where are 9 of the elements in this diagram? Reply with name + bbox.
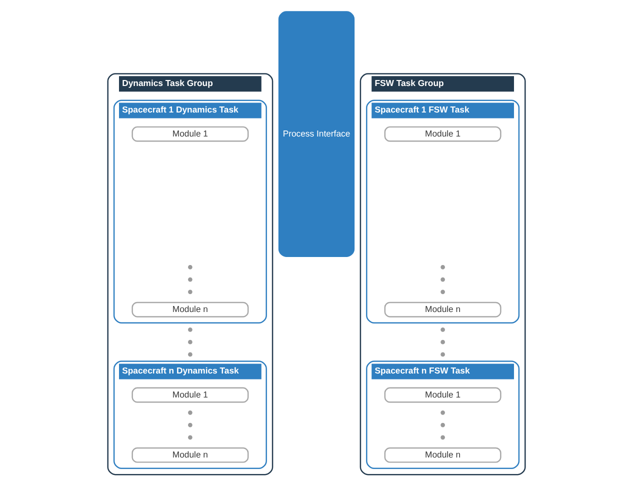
node-box: Module 1	[131, 126, 248, 142]
node-box: Process Interface	[278, 10, 354, 256]
node-box: Module 1	[384, 126, 501, 142]
node-box: Module n	[384, 301, 501, 317]
node-box: Module 1	[384, 386, 501, 402]
node-box: Module n	[384, 446, 501, 462]
node-box: Module n	[131, 301, 248, 317]
node-box: Module n	[131, 446, 248, 462]
node-box: Module 1	[131, 386, 248, 402]
